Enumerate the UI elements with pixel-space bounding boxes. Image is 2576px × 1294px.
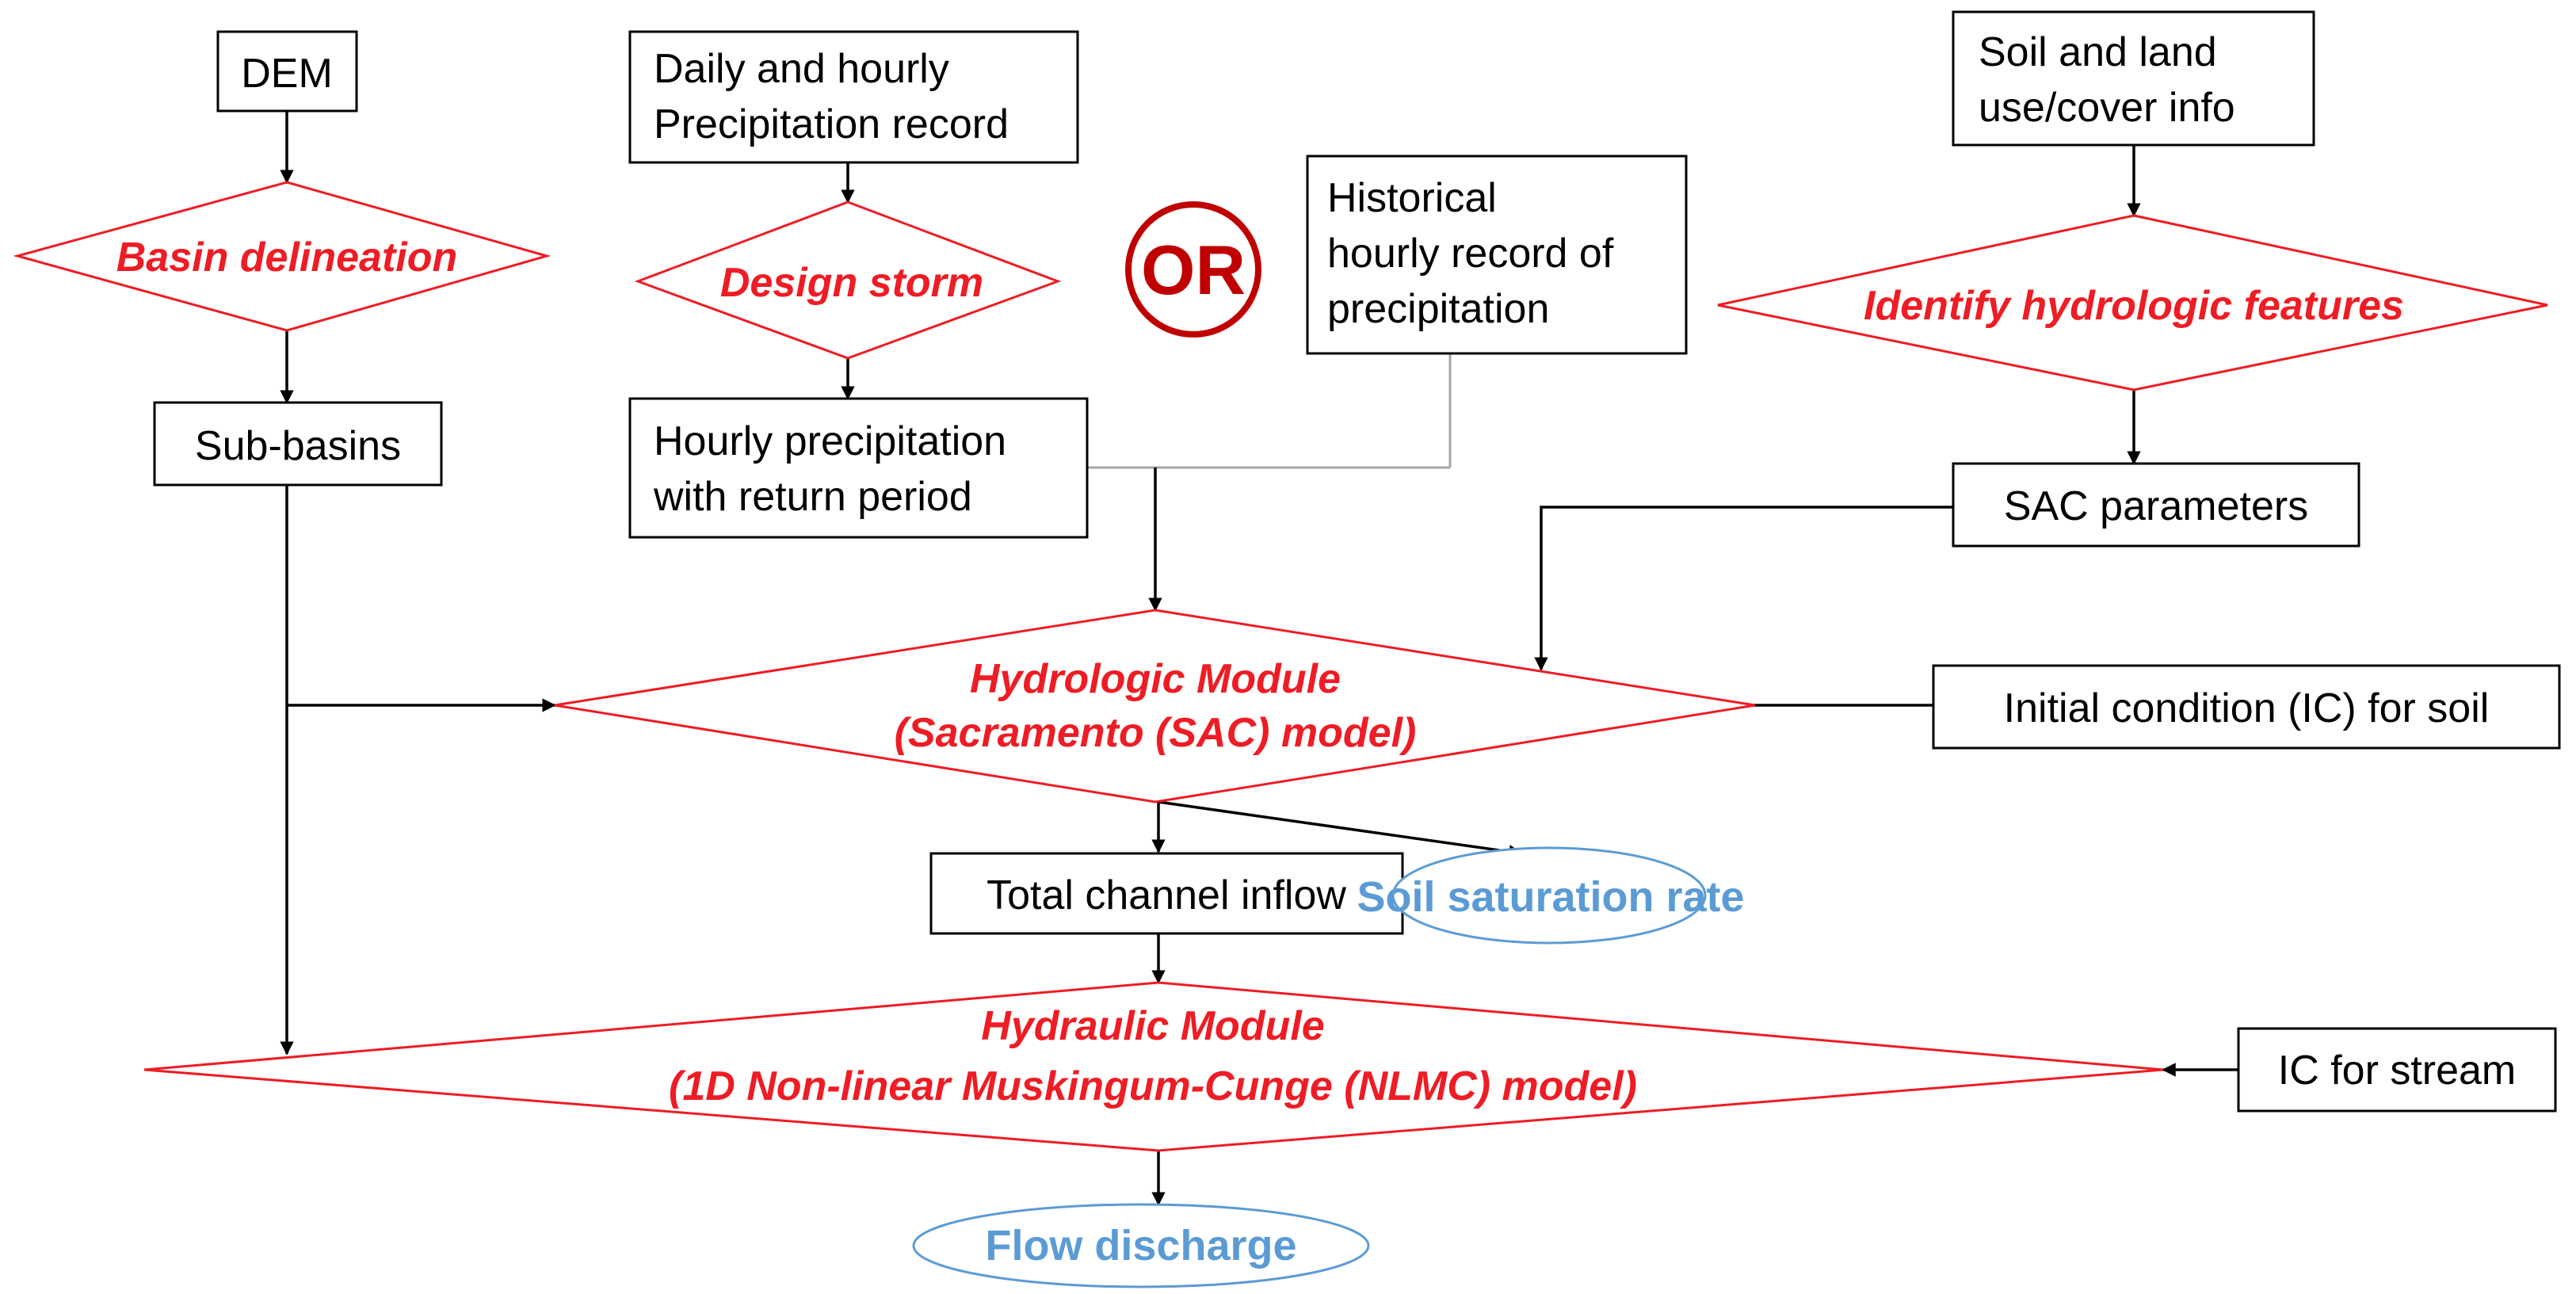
arrow-hydrologic-to-saturation (1158, 800, 1523, 859)
soil-land-info-line1: Soil and land (1979, 29, 2217, 75)
historical-record-box: Historical hourly record of precipitatio… (1306, 155, 1688, 355)
or-label: OR (1141, 231, 1246, 309)
precipitation-record-line1: Daily and hourly (654, 46, 949, 92)
sac-parameters-box: SAC parameters (1952, 462, 2360, 548)
basin-delineation-label: Basin delineation (116, 235, 458, 281)
flow-discharge-ellipse: Flow discharge (912, 1203, 1370, 1288)
ic-stream-label: IC for stream (2278, 1048, 2517, 1094)
design-storm-diamond: Design storm (634, 200, 1062, 360)
dem-label: DEM (241, 51, 333, 97)
soil-land-info-box: Soil and land use/cover info (1952, 10, 2315, 147)
hourly-precipitation-line1: Hourly precipitation (654, 418, 1006, 464)
hourly-precipitation-box: Hourly precipitation with return period (628, 397, 1089, 539)
hourly-precipitation-line2: with return period (653, 474, 972, 520)
precipitation-record-box: Daily and hourly Precipitation record (628, 30, 1079, 164)
identify-hydrologic-features-diamond: Identify hydrologic features (1717, 214, 2548, 391)
ic-soil-box: Initial condition (IC) for soil (1932, 664, 2561, 750)
ic-soil-label: Initial condition (IC) for soil (2004, 685, 2490, 731)
sac-parameters-label: SAC parameters (2004, 483, 2308, 529)
sub-basins-box: Sub-basins (153, 401, 443, 487)
total-channel-inflow-label: Total channel inflow (987, 872, 1346, 918)
hydraulic-module-diamond: Hydraulic Module (1D Non-linear Muskingu… (143, 981, 2164, 1152)
total-channel-inflow-box: Total channel inflow (929, 852, 1404, 935)
soil-saturation-rate-ellipse: Soil saturation rate (1357, 846, 1745, 945)
design-storm-label: Design storm (720, 260, 983, 306)
ic-stream-box: IC for stream (2237, 1027, 2557, 1113)
hydraulic-module-line2: (1D Non-linear Muskingum-Cunge (NLMC) mo… (669, 1063, 1637, 1109)
hydrologic-module-line1: Hydrologic Module (970, 656, 1341, 702)
identify-hydrologic-features-label: Identify hydrologic features (1864, 283, 2404, 329)
arrow-sac-to-hydrologic (1534, 506, 1953, 671)
historical-record-line1: Historical (1327, 175, 1497, 221)
or-indicator: OR (1125, 201, 1261, 338)
sub-basins-label: Sub-basins (195, 423, 401, 469)
historical-record-line2: hourly record of (1327, 231, 1614, 277)
soil-saturation-rate-label: Soil saturation rate (1357, 873, 1744, 921)
hydraulic-module-line1: Hydraulic Module (981, 1003, 1324, 1049)
dem-box: DEM (216, 30, 358, 113)
hydrologic-module-line2: (Sacramento (SAC) model) (895, 710, 1417, 756)
soil-land-info-line2: use/cover info (1979, 85, 2235, 131)
precipitation-record-line2: Precipitation record (654, 101, 1009, 147)
hydrologic-module-diamond: Hydrologic Module (Sacramento (SAC) mode… (554, 609, 1756, 804)
historical-record-line3: precipitation (1327, 286, 1549, 332)
flow-discharge-label: Flow discharge (985, 1222, 1296, 1269)
basin-delineation-diamond: Basin delineation (13, 181, 551, 332)
